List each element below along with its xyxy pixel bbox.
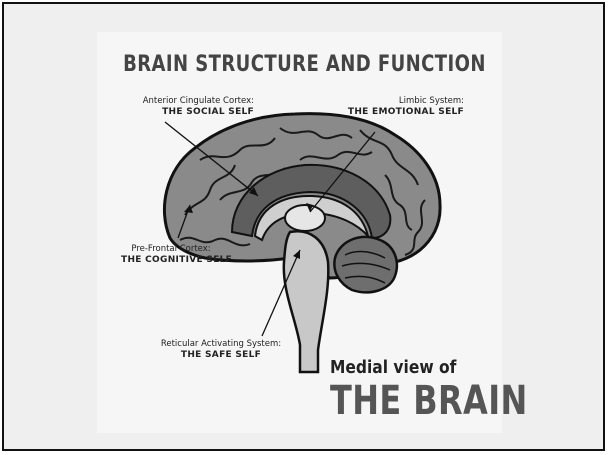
caption-medial: Medial view of xyxy=(330,357,456,378)
limbic-name: Limbic System: xyxy=(399,96,464,106)
cerebellum xyxy=(334,237,397,292)
thalamus xyxy=(285,205,325,231)
ras-name: Reticular Activating System: xyxy=(161,339,281,349)
acc-label: Anterior Cingulate Cortex: THE SOCIAL SE… xyxy=(104,96,254,118)
limbic-role: THE EMOTIONAL SELF xyxy=(330,107,464,118)
pfc-role: THE COGNITIVE SELF xyxy=(121,255,221,266)
acc-role: THE SOCIAL SELF xyxy=(104,107,254,118)
acc-name: Anterior Cingulate Cortex: xyxy=(143,96,254,106)
caption-the-brain: THE BRAIN xyxy=(330,378,528,424)
ras-label: Reticular Activating System: THE SAFE SE… xyxy=(141,339,301,361)
limbic-label: Limbic System: THE EMOTIONAL SELF xyxy=(330,96,464,118)
ras-role: THE SAFE SELF xyxy=(141,350,301,361)
pfc-name: Pre-Frontal Cortex: xyxy=(131,244,210,254)
pfc-label: Pre-Frontal Cortex: THE COGNITIVE SELF xyxy=(121,244,221,266)
